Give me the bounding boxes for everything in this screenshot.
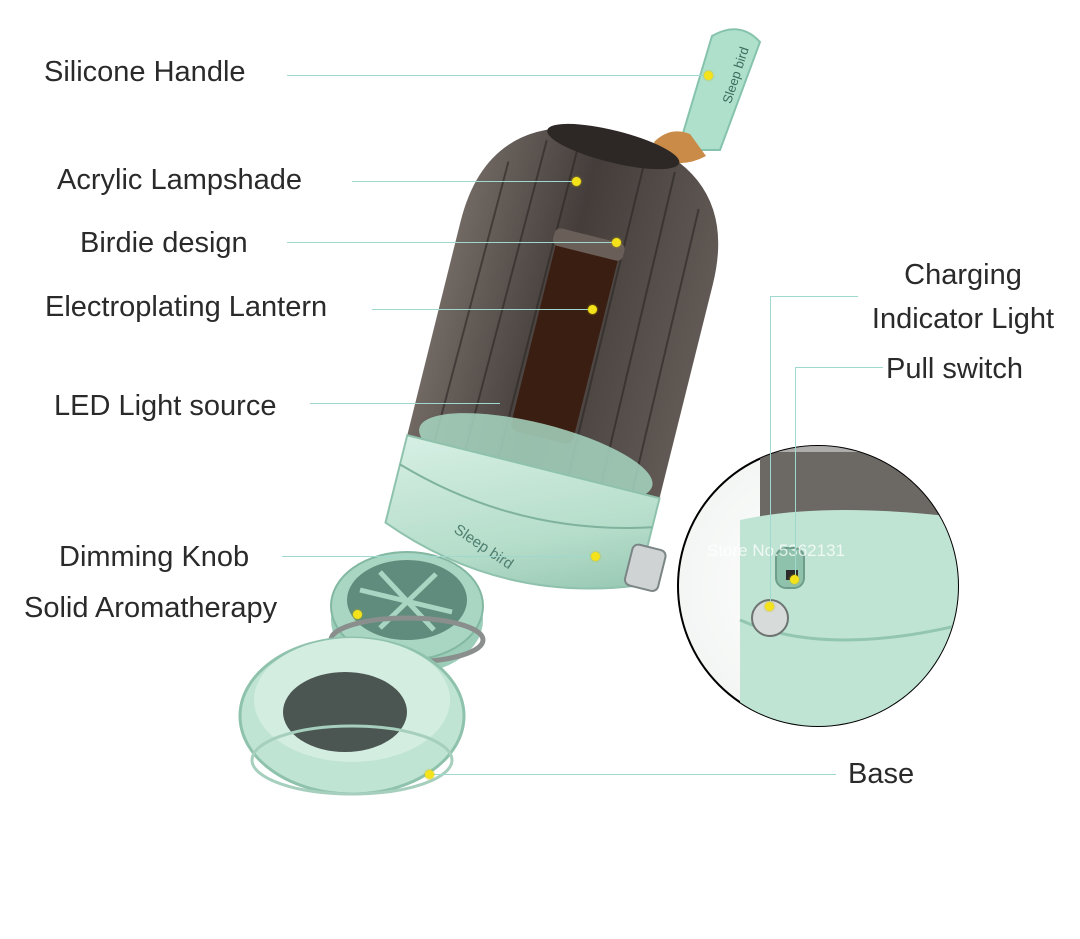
dot-charging-indicator xyxy=(765,602,774,611)
charging-line-2: Indicator Light xyxy=(871,302,1055,335)
label-solid-aromatherapy: Solid Aromatherapy xyxy=(24,592,278,624)
label-charging-indicator: Charging Indicator Light xyxy=(860,254,1066,341)
aromatherapy-disc xyxy=(328,551,486,674)
charging-line-1: Charging xyxy=(904,259,1022,291)
leader-pull-switch-v xyxy=(795,367,796,576)
label-led-light-source: LED Light source xyxy=(54,390,277,422)
dot-silicone-handle xyxy=(704,71,713,80)
leader-birdie-design xyxy=(287,242,615,243)
lamp-body: Sleep bird xyxy=(384,123,719,593)
label-acrylic-lampshade: Acrylic Lampshade xyxy=(57,164,302,196)
base-tray xyxy=(238,636,466,796)
dot-base xyxy=(425,770,434,779)
dot-birdie-design xyxy=(612,238,621,247)
dot-electroplating-lantern xyxy=(588,305,597,314)
leader-charging-h xyxy=(770,296,858,297)
dot-solid-aromatherapy xyxy=(353,610,362,619)
label-birdie-design: Birdie design xyxy=(80,227,248,259)
label-pull-switch: Pull switch xyxy=(886,353,1023,385)
leader-acrylic-lampshade xyxy=(352,181,576,182)
leader-charging-v xyxy=(770,296,771,602)
label-dimming-knob: Dimming Knob xyxy=(59,541,250,573)
dot-acrylic-lampshade xyxy=(572,177,581,186)
dot-dimming-knob xyxy=(591,552,600,561)
label-base: Base xyxy=(848,758,915,790)
silicone-handle-strap: Sleep bird xyxy=(654,28,762,164)
leader-base xyxy=(432,774,836,775)
leader-electroplating-lantern xyxy=(372,309,592,310)
leader-silicone-handle xyxy=(287,75,707,76)
leader-led-light-source xyxy=(310,403,500,404)
store-watermark: Store No.5362131 xyxy=(707,541,845,560)
dot-pull-switch xyxy=(790,575,799,584)
label-electroplating-lantern: Electroplating Lantern xyxy=(45,291,328,323)
leader-pull-switch-h xyxy=(795,367,883,368)
label-silicone-handle: Silicone Handle xyxy=(44,56,246,88)
leader-dimming-knob xyxy=(282,556,594,557)
zoom-inset xyxy=(677,445,959,727)
